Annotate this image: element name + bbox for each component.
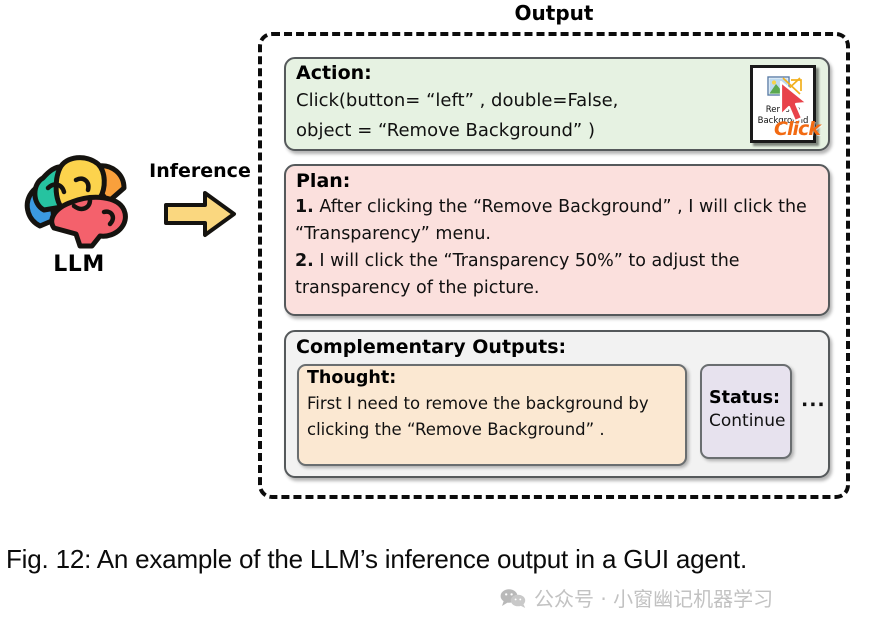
plan-step-text: After clicking the “Remove Background” ,… [295, 197, 807, 244]
right-arrow-icon [164, 191, 236, 237]
wechat-icon [500, 588, 526, 608]
plan-step: 1. After clicking the “Remove Background… [295, 194, 822, 248]
status-panel: Status: Continue [700, 364, 792, 459]
plan-step-number: 1. [295, 197, 314, 217]
figure-caption: Fig. 12: An example of the LLM’s inferen… [6, 544, 747, 574]
status-value: Continue [709, 411, 786, 431]
action-line-1: Click(button= “left” , double=False, [296, 90, 619, 111]
plan-body: 1. After clicking the “Remove Background… [295, 194, 822, 302]
output-container: Action: Click(button= “left” , double=Fa… [258, 32, 850, 499]
action-body: Click(button= “left” , double=False, obj… [296, 86, 766, 146]
click-annotation-label: Click [774, 118, 821, 140]
plan-step-number: 2. [295, 251, 314, 271]
inference-block: Inference [140, 160, 260, 240]
llm-block: LLM [14, 150, 144, 277]
complementary-outputs-panel: Complementary Outputs: Thought: First I … [284, 330, 830, 478]
output-title: Output [514, 1, 594, 25]
remove-background-thumbnail[interactable]: Remove Background Click [746, 62, 824, 148]
brain-icon [24, 155, 128, 249]
status-title: Status: [709, 388, 781, 408]
action-panel: Action: Click(button= “left” , double=Fa… [284, 57, 830, 151]
thought-panel: Thought: First I need to remove the back… [297, 364, 687, 466]
watermark-text: 公众号 · 小窗幽记机器学习 [534, 587, 774, 611]
thought-title: Thought: [307, 368, 397, 388]
action-line-2: object = “Remove Background” ) [296, 120, 595, 141]
plan-panel: Plan: 1. After clicking the “Remove Back… [284, 164, 830, 316]
watermark: 公众号 · 小窗幽记机器学习 [500, 583, 773, 612]
more-outputs-ellipsis: ∙∙∙ [801, 394, 826, 416]
action-title: Action: [296, 62, 372, 84]
thought-text: First I need to remove the background by… [307, 394, 649, 439]
plan-step: 2. I will click the “Transparency 50%” t… [295, 248, 822, 302]
inference-label: Inference [149, 160, 251, 182]
plan-title: Plan: [296, 170, 351, 192]
complementary-outputs-title: Complementary Outputs: [296, 336, 567, 358]
plan-step-text: I will click the “Transparency 50%” to a… [295, 251, 740, 298]
llm-label: LLM [53, 252, 105, 277]
mouse-pointer-icon [779, 80, 809, 123]
thumbnail-caption-line-2: Background [757, 116, 809, 126]
